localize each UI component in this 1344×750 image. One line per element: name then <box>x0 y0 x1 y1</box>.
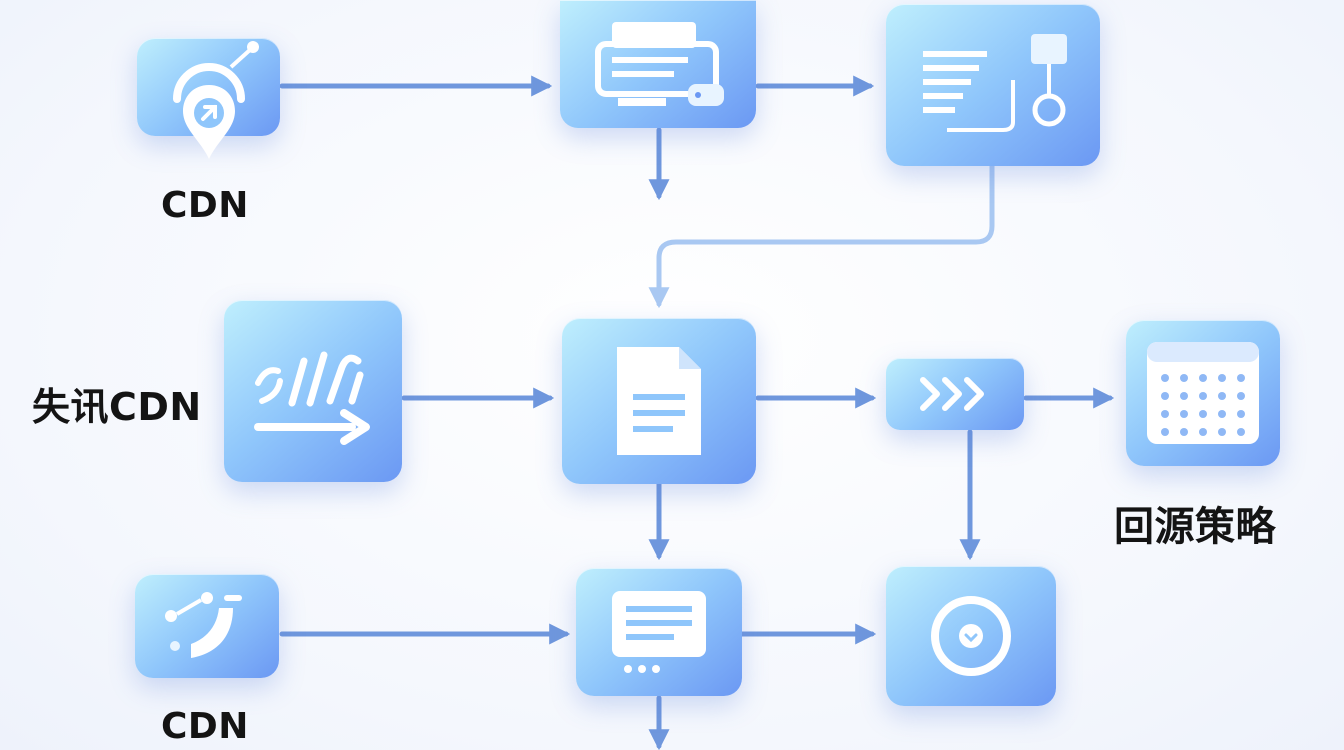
node-document <box>562 318 756 484</box>
node-list <box>576 568 742 696</box>
label-lost-cdn: 失讯CDN <box>32 385 202 429</box>
node-cdn-bottom <box>135 574 279 678</box>
satellite-pin-icon <box>159 7 259 167</box>
node-flowchart <box>886 4 1100 166</box>
printer-icon <box>588 14 728 114</box>
document-icon <box>609 341 709 461</box>
forward-chevrons-icon <box>915 374 995 414</box>
label-cdn-top: CDN <box>161 185 249 226</box>
flowchart-icon <box>913 30 1073 140</box>
arrow-flowchart-to-document <box>648 163 995 309</box>
node-forward <box>886 358 1024 430</box>
curve-node-icon <box>157 586 257 666</box>
label-back-to-source: 回源策略 <box>1114 504 1276 550</box>
node-cdn-top <box>137 38 280 159</box>
dot-grid-icon <box>1143 338 1263 448</box>
signal-arrow-icon <box>248 331 378 451</box>
node-grid <box>1126 320 1280 466</box>
target-circle-icon <box>926 591 1016 681</box>
node-lost-cdn <box>224 300 402 482</box>
node-printer <box>560 0 756 128</box>
list-panel-icon <box>604 587 714 677</box>
node-target <box>886 566 1056 706</box>
label-cdn-bottom: CDN <box>161 706 249 747</box>
